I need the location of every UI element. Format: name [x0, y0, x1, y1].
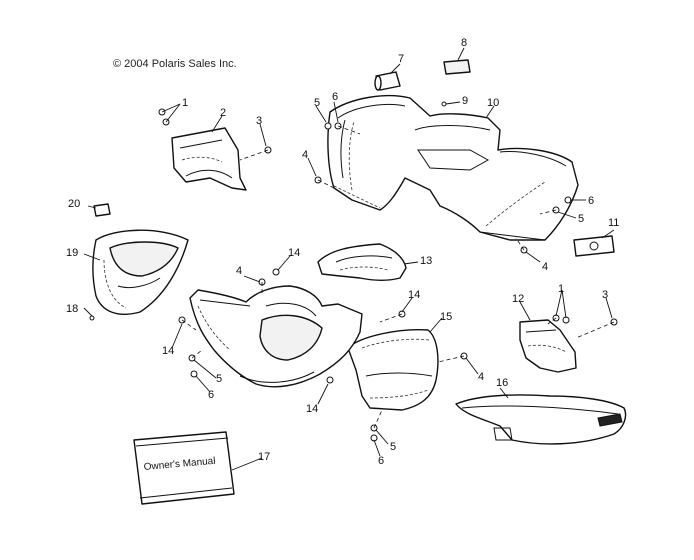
- fastener-14d: [326, 376, 334, 384]
- callout-6: 6: [378, 455, 384, 467]
- callout-4: 4: [236, 265, 242, 277]
- assembly-lines: [181, 125, 615, 429]
- seat-part-16: [455, 394, 627, 445]
- leader-lines: [83, 47, 615, 471]
- callout-13: 13: [420, 255, 432, 267]
- callout-5: 5: [390, 441, 396, 453]
- callout-14: 14: [408, 289, 420, 301]
- callout-1: 1: [182, 97, 188, 109]
- callout-14: 14: [162, 345, 174, 357]
- callout-2: 2: [220, 107, 226, 119]
- fastener-18: [89, 315, 95, 321]
- callout-4: 4: [478, 371, 484, 383]
- fastener-9: [441, 101, 447, 107]
- callout-5: 5: [578, 213, 584, 225]
- callout-14: 14: [306, 403, 318, 415]
- callout-5: 5: [216, 373, 222, 385]
- callout-6: 6: [588, 195, 594, 207]
- fastener-6c: [190, 370, 198, 378]
- callout-15: 15: [440, 311, 452, 323]
- copyright-notice: © 2004 Polaris Sales Inc.: [113, 58, 237, 70]
- owners-manual-part-17: Owner's Manual: [133, 431, 235, 505]
- callout-7: 7: [398, 53, 404, 65]
- callout-9: 9: [462, 95, 468, 107]
- front-cab-body: [189, 285, 363, 388]
- callout-17: 17: [258, 451, 270, 463]
- fastener-5a: [324, 122, 332, 130]
- left-flap-part-2: [171, 127, 247, 191]
- callout-labels: 1 2 3 5 6 4 7 8 9 10 6 5 11 4 20 19 18 4…: [66, 37, 619, 467]
- decal-plate-part-11: [573, 235, 615, 257]
- right-front-fender-part-15: [347, 328, 439, 411]
- callout-16: 16: [496, 377, 508, 389]
- callout-18: 18: [66, 303, 78, 315]
- callout-20: 20: [68, 198, 80, 210]
- callout-14: 14: [288, 247, 300, 259]
- callout-5: 5: [314, 97, 320, 109]
- bushing-part-7: [374, 71, 401, 91]
- clip-part-20: [93, 203, 111, 217]
- right-flap-part-12: [519, 319, 577, 373]
- headlight-pod-part-19: [92, 229, 189, 315]
- callout-10: 10: [487, 97, 499, 109]
- callout-4: 4: [302, 149, 308, 161]
- callout-6: 6: [208, 389, 214, 401]
- callout-6: 6: [332, 91, 338, 103]
- pad-part-8: [443, 59, 471, 75]
- callout-12: 12: [512, 293, 524, 305]
- callout-3: 3: [602, 289, 608, 301]
- callout-3: 3: [256, 115, 262, 127]
- callout-1: 1: [558, 283, 564, 295]
- callout-8: 8: [461, 37, 467, 49]
- rear-fender-part-10: [327, 95, 579, 241]
- callout-4: 4: [542, 261, 548, 273]
- fastener-14a: [272, 268, 280, 276]
- tank-cover-part-13: [317, 243, 407, 281]
- callout-11: 11: [608, 217, 619, 229]
- callout-19: 19: [66, 247, 78, 259]
